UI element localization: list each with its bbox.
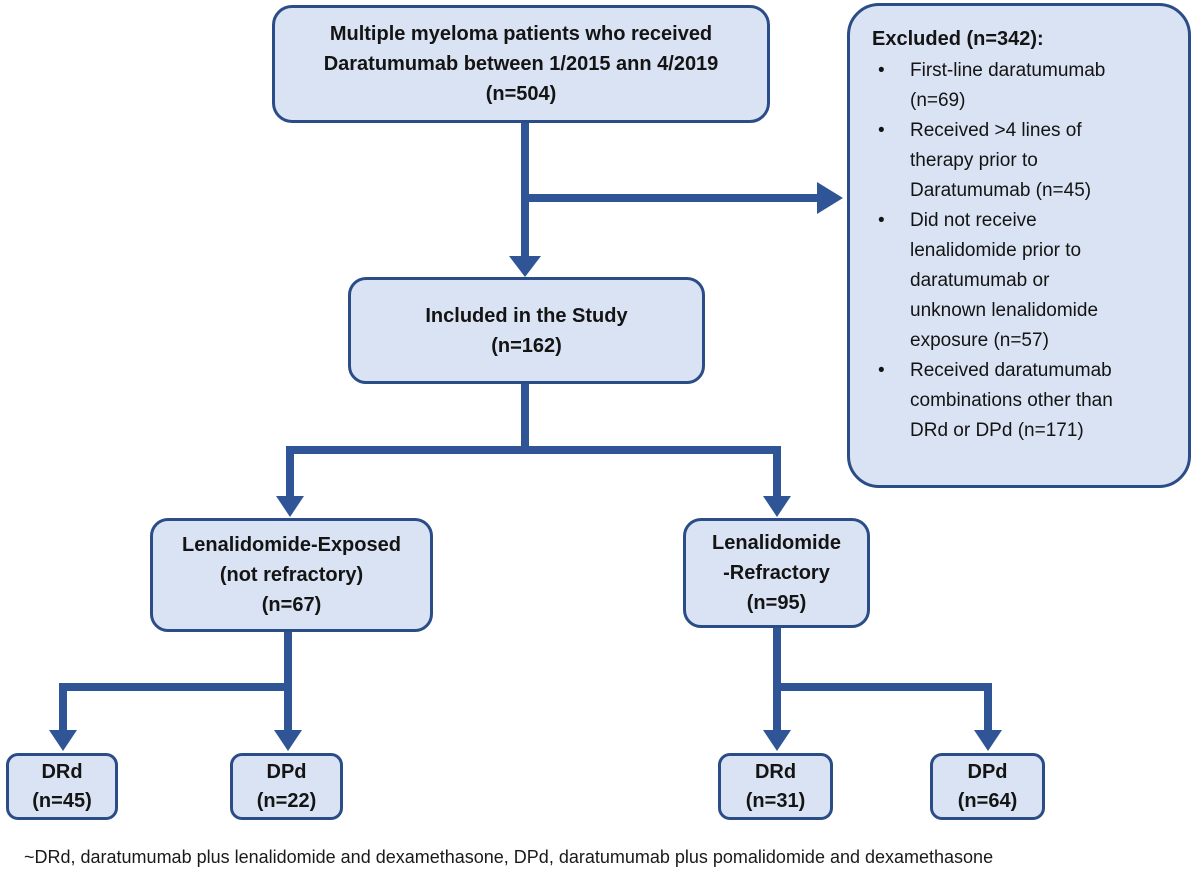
bullet-marker: •	[878, 120, 885, 141]
box-line: (n=45)	[32, 789, 92, 812]
connector-exposed-split	[49, 630, 302, 751]
box-population: Multiple myeloma patients who received D…	[272, 5, 770, 123]
box-line: DRd	[41, 760, 83, 783]
excluded-item-text: Did not receive lenalidomide prior to da…	[910, 210, 1099, 351]
box-line: (n=22)	[256, 789, 317, 812]
connector-included-split	[276, 382, 791, 517]
box-line: Included in the Study	[425, 304, 628, 327]
box-included: Included in the Study (n=162)	[348, 277, 705, 384]
bullet-marker: •	[878, 360, 885, 381]
box-line: Lenalidomide	[712, 532, 841, 554]
box-lenalidomide-refractory: Lenalidomide -Refractory (n=95)	[683, 518, 870, 628]
excluded-title: Excluded (n=342):	[872, 28, 1044, 50]
box-line: (n=67)	[261, 594, 322, 616]
list-item: • Did not receive lenalidomide prior to …	[872, 206, 1174, 356]
box-line: (n=162)	[491, 334, 562, 357]
list-item: • Received >4 lines of therapy prior to …	[872, 116, 1174, 206]
connector-refractory-split	[763, 625, 1002, 751]
box-line: Lenalidomide-Exposed	[182, 534, 401, 556]
box-drd-refractory: DRd (n=31)	[718, 753, 833, 820]
box-line: DRd	[754, 760, 797, 783]
box-line: DPd	[266, 760, 307, 783]
connector-to-excluded	[521, 182, 843, 214]
excluded-item-text: Received >4 lines of therapy prior to Da…	[910, 120, 1092, 201]
footnote: ~DRd, daratumumab plus lenalidomide and …	[24, 847, 994, 867]
list-item: • First-line daratumumab (n=69)	[872, 56, 1174, 116]
box-drd-exposed: DRd (n=45)	[6, 753, 118, 820]
box-line: (n=504)	[485, 83, 557, 105]
bullet-marker: •	[878, 210, 885, 231]
box-dpd-exposed: DPd (n=22)	[230, 753, 343, 820]
box-line: (n=64)	[957, 789, 1018, 812]
box-dpd-refractory: DPd (n=64)	[930, 753, 1045, 820]
excluded-item-text: First-line daratumumab (n=69)	[910, 60, 1106, 111]
connector-population-to-included	[509, 121, 541, 277]
box-line: (not refractory)	[219, 564, 364, 586]
excluded-item-text: Received daratumumab combinations other …	[910, 360, 1113, 441]
box-line: Multiple myeloma patients who received	[329, 23, 713, 45]
box-line: (n=95)	[746, 592, 807, 614]
box-line: -Refractory	[723, 562, 830, 584]
bullet-marker: •	[878, 60, 885, 81]
list-item: • Received daratumumab combinations othe…	[872, 356, 1174, 446]
box-line: DPd	[967, 760, 1008, 783]
excluded-list: • First-line daratumumab (n=69) • Receiv…	[872, 56, 1174, 446]
box-line: Daratumumab between 1/2015 ann 4/2019	[323, 53, 719, 75]
box-excluded: Excluded (n=342): • First-line daratumum…	[847, 3, 1191, 488]
box-lenalidomide-exposed: Lenalidomide-Exposed (not refractory) (n…	[150, 518, 433, 632]
box-line: (n=31)	[745, 789, 806, 812]
